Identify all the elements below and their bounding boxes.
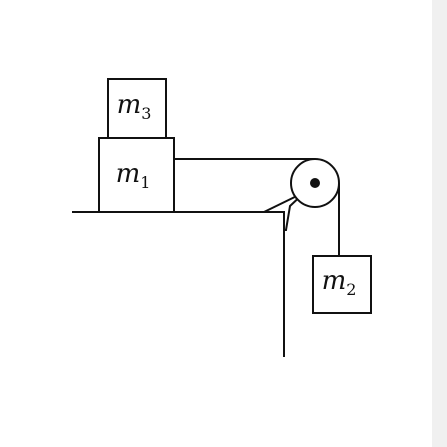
label-m3: m3 <box>117 90 152 123</box>
block-m2 <box>312 255 372 314</box>
label-m2: m2 <box>322 266 357 299</box>
block-m3 <box>107 78 167 139</box>
side-strip <box>432 0 447 447</box>
label-m1: m1 <box>116 159 151 192</box>
pulley-axle <box>310 178 320 188</box>
